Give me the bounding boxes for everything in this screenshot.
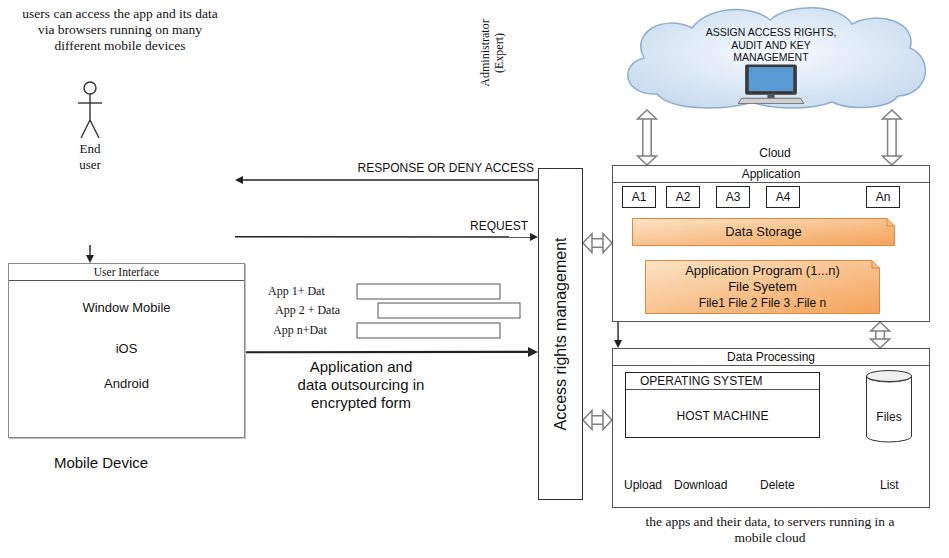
data-item-label: App 1+ Dat xyxy=(268,284,325,298)
cloud-outline xyxy=(628,8,926,108)
stick-figure xyxy=(78,82,102,138)
block-arrow xyxy=(583,234,612,253)
box-heading: OPERATING SYSTEM xyxy=(626,373,819,390)
data-item-label: App 2 + Data xyxy=(275,303,340,317)
box-text: An xyxy=(876,190,891,204)
arrow-shaft xyxy=(242,179,538,180)
box-heading: Data Processing xyxy=(613,349,929,366)
box-heading: Application xyxy=(613,166,929,183)
box-heading: User Interface xyxy=(9,264,244,281)
arrow-head xyxy=(882,156,901,165)
cloud-shape: ASSIGN ACCESS RIGHTS, AUDIT AND KEY MANA… xyxy=(612,2,930,110)
connector xyxy=(86,245,94,263)
cyl-outline xyxy=(866,370,912,442)
operation-label: Download xyxy=(674,478,727,492)
note-outline xyxy=(646,261,880,314)
arrow-head xyxy=(603,410,612,429)
block-arrow xyxy=(637,110,656,165)
data-storage-box: Data Storage xyxy=(632,218,895,246)
note-fold xyxy=(872,261,880,269)
arrow-shaft xyxy=(617,322,618,341)
role-label: Administrator (Expert) xyxy=(477,13,507,93)
box-text: Data Storage xyxy=(725,224,802,240)
arrow-shaft xyxy=(591,238,604,248)
operation-label: Upload xyxy=(624,478,662,492)
app-slot-box: A4 xyxy=(766,186,800,208)
box-text: Mobile Device xyxy=(1,454,201,472)
arrow-head xyxy=(882,110,901,119)
end-user-actor: End user xyxy=(45,80,235,245)
app-slot-box: A2 xyxy=(666,186,700,208)
edge-label: RESPONSE OR DENY ACCESS xyxy=(296,161,536,175)
arrow-head xyxy=(235,176,243,184)
arrow-shaft xyxy=(235,236,531,238)
arrow-head xyxy=(530,233,538,241)
box-text: A2 xyxy=(676,190,691,204)
arrow-shaft xyxy=(591,416,604,423)
arrow-head xyxy=(637,156,656,165)
operation-label: Delete xyxy=(760,478,795,492)
note-outline xyxy=(633,219,895,246)
box-text: iOS xyxy=(9,341,244,357)
arrow-head xyxy=(603,234,612,253)
arrow-shaft xyxy=(887,118,897,157)
block-arrow xyxy=(583,410,612,429)
box-text: HOST MACHINE xyxy=(626,409,819,423)
caption-text: the apps and their data, to servers runn… xyxy=(635,514,905,546)
arrow-shaft xyxy=(642,118,652,157)
app-slot-box: A1 xyxy=(622,186,656,208)
box-text: Application Program (1...n) File Syetem xyxy=(675,263,850,294)
arrow-head xyxy=(637,110,656,119)
app-slot-box: An xyxy=(866,186,900,208)
data-item-label: App n+Dat xyxy=(273,323,327,337)
box-text: End user xyxy=(70,141,110,172)
data-field-box xyxy=(357,284,520,338)
box-text: A1 xyxy=(632,190,647,204)
host-machine-box: OPERATING SYSTEM HOST MACHINE xyxy=(625,372,820,438)
arrow-shaft xyxy=(591,240,604,247)
file-system-box: Application Program (1...n) File SyetemF… xyxy=(645,260,880,314)
box-text: A3 xyxy=(726,190,741,204)
cylinder-outline xyxy=(867,376,912,442)
layer-label: Cloud xyxy=(745,146,805,160)
files-cylinder: Files xyxy=(866,370,912,442)
arrow-head xyxy=(583,410,592,429)
box-text: Android xyxy=(9,376,244,392)
box-text: A4 xyxy=(776,190,791,204)
arrow-shaft xyxy=(888,118,895,157)
arrow-head xyxy=(871,339,890,348)
connector xyxy=(235,233,538,241)
application-box: A1 A2 A3 A4 AnData StorageApplication Progra… xyxy=(612,165,930,322)
app-slot-box: A3 xyxy=(716,186,750,208)
block-arrow xyxy=(882,110,901,165)
box-text: Access rights management xyxy=(539,169,581,498)
computer-icon xyxy=(738,64,804,104)
cylinder-top xyxy=(867,371,912,382)
arrow-head xyxy=(86,255,94,263)
arrow-head xyxy=(528,347,538,357)
box-text: Files xyxy=(866,410,912,424)
access-rights-band: Access rights management xyxy=(538,168,583,500)
note-fold xyxy=(887,219,895,227)
box-text: File1 File 2 File 3 .File n xyxy=(645,296,880,310)
mobile-device-box: User InterfaceWindow MobileiOSAndroidMob… xyxy=(8,263,245,438)
arrow-shaft xyxy=(591,415,604,425)
box-text: ASSIGN ACCESS RIGHTS, AUDIT AND KEY MANA… xyxy=(705,26,837,64)
edge-label: REQUEST xyxy=(416,219,530,233)
arrow-shaft xyxy=(245,351,529,354)
block-arrow xyxy=(871,322,890,348)
arrow-head xyxy=(583,234,592,253)
connector xyxy=(614,322,622,348)
annotation-text: users can access the app and its data vi… xyxy=(16,6,224,55)
connector xyxy=(245,347,538,357)
connector xyxy=(235,176,538,184)
arrow-shaft xyxy=(89,245,90,256)
arrow-head xyxy=(871,322,890,331)
arrow-head xyxy=(614,340,622,348)
box-text: Window Mobile xyxy=(9,300,244,316)
operation-label: List xyxy=(880,478,899,492)
edge-label: Application and data outsourcing in encr… xyxy=(292,358,430,412)
arrow-shaft xyxy=(643,118,650,157)
